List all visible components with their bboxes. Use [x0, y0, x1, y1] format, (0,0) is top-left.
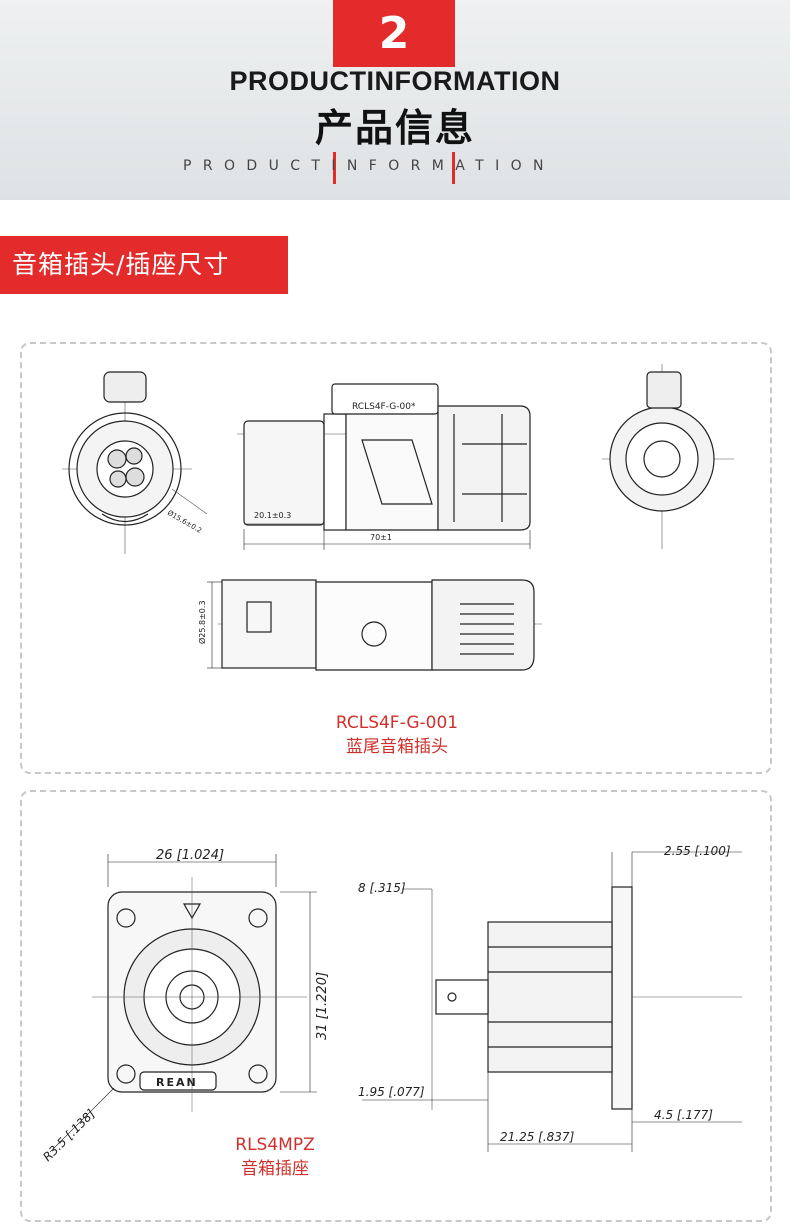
plug-body-label: RCLS4F-G-00*: [352, 402, 416, 412]
plug-dim-20: 20.1±0.3: [254, 511, 291, 520]
plug-dim-70: 70±1: [370, 533, 392, 542]
plug-dim-circle: Ø15.6±0.2: [166, 509, 203, 535]
socket-model: RLS4MPZ: [235, 1135, 315, 1155]
plug-name: 蓝尾音箱插头: [346, 737, 448, 757]
header-banner: 2 PRODUCTINFORMATION 产品信息 PRODUCTINFORMA…: [0, 0, 790, 200]
socket-dim-height: 31 [1.220]: [315, 972, 330, 1040]
subtitle-highlight-bracket: [333, 152, 455, 184]
socket-name: 音箱插座: [241, 1159, 309, 1179]
plug-drawing-panel: RCLS4F-G-00* 20.1±0.3 70±1 Ø15.6±0.2 Ø25…: [20, 342, 772, 774]
subtitle-spaced: PRODUCTINFORMATION: [183, 158, 555, 174]
plug-technical-drawing: RCLS4F-G-00* 20.1±0.3 70±1 Ø15.6±0.2 Ø25…: [62, 364, 734, 671]
socket-dim-width: 26 [1.024]: [156, 848, 224, 863]
title-english: PRODUCTINFORMATION: [229, 66, 561, 96]
socket-dim-radius: R3.5 [.138]: [40, 1106, 98, 1164]
socket-technical-drawing: 26 [1.024] 31 [1.220] R3.5 [.138] 8 [.31…: [40, 844, 742, 1164]
socket-dim-2125: 21.25 [.837]: [500, 1130, 575, 1144]
socket-brand-label: REAN: [156, 1076, 198, 1089]
socket-drawing-panel: 26 [1.024] 31 [1.220] R3.5 [.138] 8 [.31…: [20, 790, 772, 1222]
socket-caption: RLS4MPZ 音箱插座: [200, 1133, 350, 1181]
section-title-tag: 音箱插头/插座尺寸: [0, 236, 288, 294]
section-number: 2: [333, 0, 455, 67]
plug-model: RCLS4F-G-001: [335, 713, 459, 733]
plug-caption: RCLS4F-G-001 蓝尾音箱插头: [272, 711, 522, 759]
plug-dim-diameter: Ø25.8±0.3: [197, 600, 207, 644]
title-chinese: 产品信息: [314, 106, 475, 150]
socket-dim-45: 4.5 [.177]: [654, 1108, 713, 1122]
socket-dim-flange: 2.55 [.100]: [664, 844, 731, 858]
socket-dim-depth-8: 8 [.315]: [358, 881, 406, 895]
socket-dim-195: 1.95 [.077]: [358, 1085, 425, 1099]
